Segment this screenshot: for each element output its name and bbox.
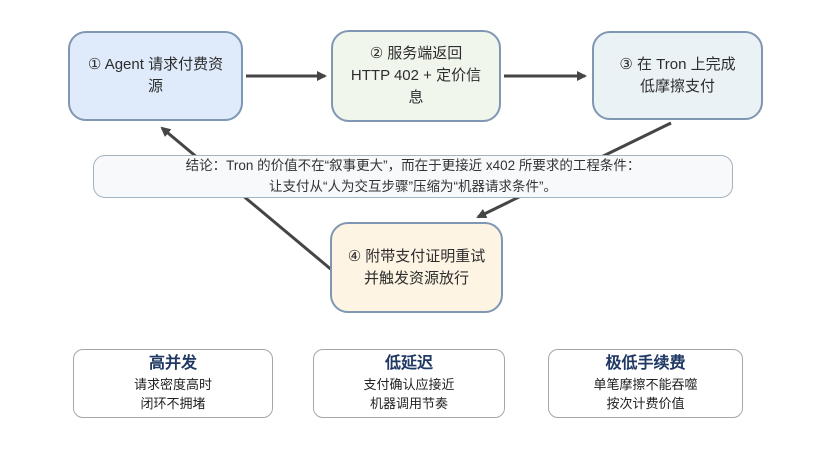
benefit-title: 极低手续费 [605,354,686,372]
benefit-card-low-latency: 低延迟 支付确认应接近 机器调用节奏 [313,349,505,418]
benefit-card-low-fee: 极低手续费 单笔摩擦不能吞噬 按次计费价值 [548,349,743,418]
conclusion-box: 结论：Tron 的价值不在“叙事更大”，而在于更接近 x402 所要求的工程条件… [93,155,733,198]
flow-step-4: ④ 附带支付证明重试 并触发资源放行 [330,222,503,313]
flow-step-1: ① Agent 请求付费资 源 [68,31,243,121]
benefit-title: 高并发 [148,354,197,372]
benefit-body: 支付确认应接近 机器调用节奏 [363,376,455,412]
arrow-step4-to-step1-icon [160,126,334,273]
flow-step-3: ③ 在 Tron 上完成 低摩擦支付 [592,31,763,120]
benefit-card-high-concurrency: 高并发 请求密度高时 闭环不拥堵 [73,349,273,418]
benefit-body: 单笔摩擦不能吞噬 按次计费价值 [593,376,698,412]
benefit-body: 请求密度高时 闭环不拥堵 [133,376,212,412]
flow-step-2: ② 服务端返回 HTTP 402 + 定价信 息 [331,30,501,122]
benefit-title: 低延迟 [384,354,433,372]
